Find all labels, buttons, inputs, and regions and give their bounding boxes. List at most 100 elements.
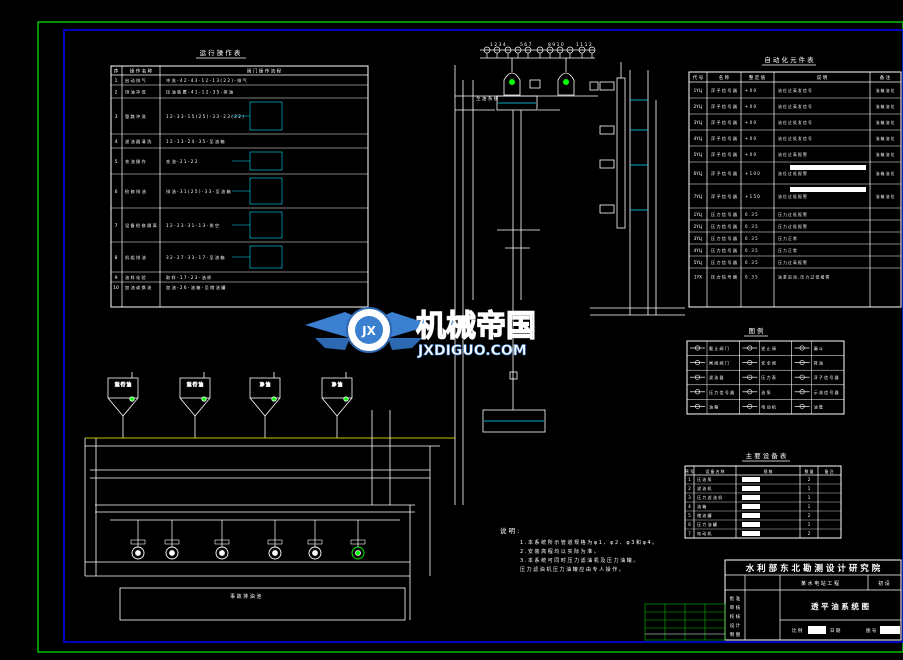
legend-item-label: 滤 油 器 (709, 374, 724, 380)
comp-row-name: 浮 子 信 号 器 (711, 119, 738, 126)
legend-item-label: 压 力 信 号 器 (709, 389, 734, 395)
eq-row-name: 压 力 油 罐 (697, 521, 717, 527)
comp-row-note: 油 位 过 低 发 信 号 (778, 120, 812, 125)
comp-header: 代 号 (693, 74, 704, 81)
comp-row-code: 1YLJ (694, 212, 703, 217)
drain-icon (794, 360, 810, 366)
header-pipe-label: 至 油 系 统 (476, 95, 499, 102)
comp-row-note: 油 位 过 高 报 警 (778, 152, 807, 157)
valve-icon (690, 345, 705, 351)
legend-item-label: 漏 斗 (814, 345, 823, 351)
eq-row-name: 储 油 罐 (697, 512, 712, 518)
op-row-name: 油 样 化 验 (125, 274, 147, 281)
operation-table-title: 运 行 操 作 表 (200, 48, 241, 57)
legend-item-label: 油 箱 (709, 403, 718, 409)
top-tag-3: 8 9 1 0 (548, 42, 564, 48)
comp-row-code: 3YLJ (694, 236, 703, 241)
eq-header: 序 号 (685, 469, 694, 474)
filter-icon (690, 374, 705, 380)
eq-row-name: 滤 油 机 (697, 485, 712, 491)
op-row-flow: 压 油 装 置 - 4 1 - 1 2 - 3 5 - 排 油 (166, 88, 233, 95)
comp-row-value: 0 . 3 5 (745, 274, 758, 279)
op-row-no: 5 (115, 159, 118, 165)
equipment-table-title: 主 要 设 备 表 (746, 451, 787, 460)
comp-row-remark: 油 箱 油 位 (876, 152, 895, 157)
op-row-no: 6 (115, 189, 118, 195)
role-1: 批 准 (730, 595, 741, 602)
valve-icon (504, 46, 512, 58)
role-2: 审 核 (730, 604, 741, 611)
pump-icon (164, 520, 180, 560)
op-row-name: 管 路 冲 洗 (125, 113, 147, 120)
eq-header: 数 量 (805, 469, 814, 474)
op-row-no: 7 (115, 223, 118, 229)
pump-icon (214, 520, 230, 560)
legend-item-label: 浮 子 信 号 器 (814, 374, 839, 380)
op-row-name: 机 组 排 油 (125, 254, 146, 261)
comp-header: 整 定 值 (749, 74, 766, 81)
legend-item-label: 逆 止 阀 (761, 345, 776, 351)
comp-row-note: 压 力 正 常 (778, 248, 797, 253)
top-tag-2: 5 6 7 (520, 42, 532, 48)
valve-icon (546, 46, 554, 58)
op-row-no: 4 (115, 139, 118, 145)
top-tag-1: 1 2 3 4 (490, 42, 506, 48)
legend-title: 图 例 (748, 326, 763, 335)
comp-row-name: 压 力 信 号 器 (711, 211, 738, 218)
watermark-text-en: JXDIGUO.COM (417, 343, 527, 359)
eq-row-no: 1 (688, 477, 691, 482)
comp-header: 名 称 (719, 74, 730, 81)
comp-row-value: + 1 5 0 (745, 194, 760, 199)
eq-row-qty: 1 (808, 522, 811, 527)
op-row-name: 滤 油 器 清 洗 (125, 138, 152, 145)
storage-tank-label: 净 油 (332, 381, 343, 388)
comp-row-note: 油 泵 启 动 , 压 力 过 低 报 警 (778, 274, 829, 279)
comp-row-remark: 油 箱 油 位 (876, 171, 895, 176)
comp-row-note: 压 力 过 高 报 警 (778, 260, 807, 265)
watermark-text-cn: 机械帝国 (416, 309, 536, 344)
title-block: 水 利 部 东 北 勘 测 设 计 研 究 院 某 水 电 站 工 程 初 设 … (644, 559, 902, 641)
notes-line-3: 3 . 本 系 统 可 同 时 压 力 滤 油 机 及 压 力 油 罐 。 (520, 557, 638, 564)
op-row-flow: 3 2 - 2 7 - 3 3 - 1 7 - 至 油 箱 (166, 254, 225, 261)
op-row-flow: 排 油 - 3 1 ( 2 5 ) - 3 3 - 至 油 箱 (166, 188, 231, 195)
pipe-icon (794, 403, 810, 409)
comp-row-code: 2YLJ (694, 224, 703, 229)
op-header-name: 操 作 名 称 (130, 68, 153, 75)
comp-row-code: 5YLJ (694, 152, 703, 157)
op-header-flow: 阀 门 操 作 流 程 (247, 68, 282, 75)
eq-row-no: 7 (688, 531, 691, 536)
pressure-switch-icon (690, 389, 705, 395)
comp-row-remark: 油 箱 油 位 (876, 136, 895, 141)
comp-row-name: 浮 子 信 号 器 (711, 170, 738, 177)
storage-tank-label: 运 行 油 (187, 381, 204, 388)
storage-tank: 运 行 油 (107, 372, 139, 438)
op-row-name: 启 动 排 气 (125, 77, 147, 84)
op-row-no: 3 (115, 114, 118, 120)
comp-row-note: 油 位 过 低 报 警 (778, 194, 807, 199)
legend-item-label: 闸 阀 阀 门 (709, 360, 729, 366)
eq-header: 规 格 (764, 469, 773, 474)
notes-line-1: 1 . 本 系 统 所 示 管 道 规 格 为 φ 1 、 φ 2 、 φ 3 … (520, 539, 657, 546)
op-row-no: 2 (115, 89, 118, 95)
comp-row-note: 油 位 过 高 发 信 号 (778, 104, 812, 109)
eq-row-no: 2 (688, 486, 691, 491)
op-row-flow: 冲 洗 - 4 2 - 4 3 - 1 2 - 1 3 ( 2 2 ) - 排 … (166, 77, 248, 84)
eq-row-no: 4 (688, 504, 691, 509)
watermark: JX 机械帝国 JXDIGUO.COM (305, 307, 537, 359)
comp-row-code: 6YLJ (694, 171, 703, 176)
comp-row-remark: 油 箱 油 位 (876, 120, 895, 125)
stage: 初 设 (878, 580, 890, 587)
comp-row-remark: 油 箱 油 位 (876, 88, 895, 93)
date-label: 日 期 (830, 628, 841, 634)
comp-row-code: 7YLJ (694, 194, 703, 199)
notes: 说 明 : 1 . 本 系 统 所 示 管 道 规 格 为 φ 1 、 φ 2 … (500, 526, 657, 573)
component-table-title: 自 动 化 元 件 表 (764, 55, 814, 64)
op-row-flow: 1 2 - 3 3 - 1 5 ( 2 5 ) - 3 3 - 2 3 ( 2 … (166, 114, 244, 119)
storage-tank-label: 运 行 油 (115, 381, 132, 388)
op-row-no: 1 (115, 78, 118, 84)
funnel-icon (794, 345, 810, 351)
comp-row-remark: 油 箱 油 位 (876, 104, 895, 109)
op-row-flow: 充 油 - 2 1 - 2 2 (166, 158, 198, 165)
op-row-name: 加 油 或 换 油 (125, 284, 151, 291)
